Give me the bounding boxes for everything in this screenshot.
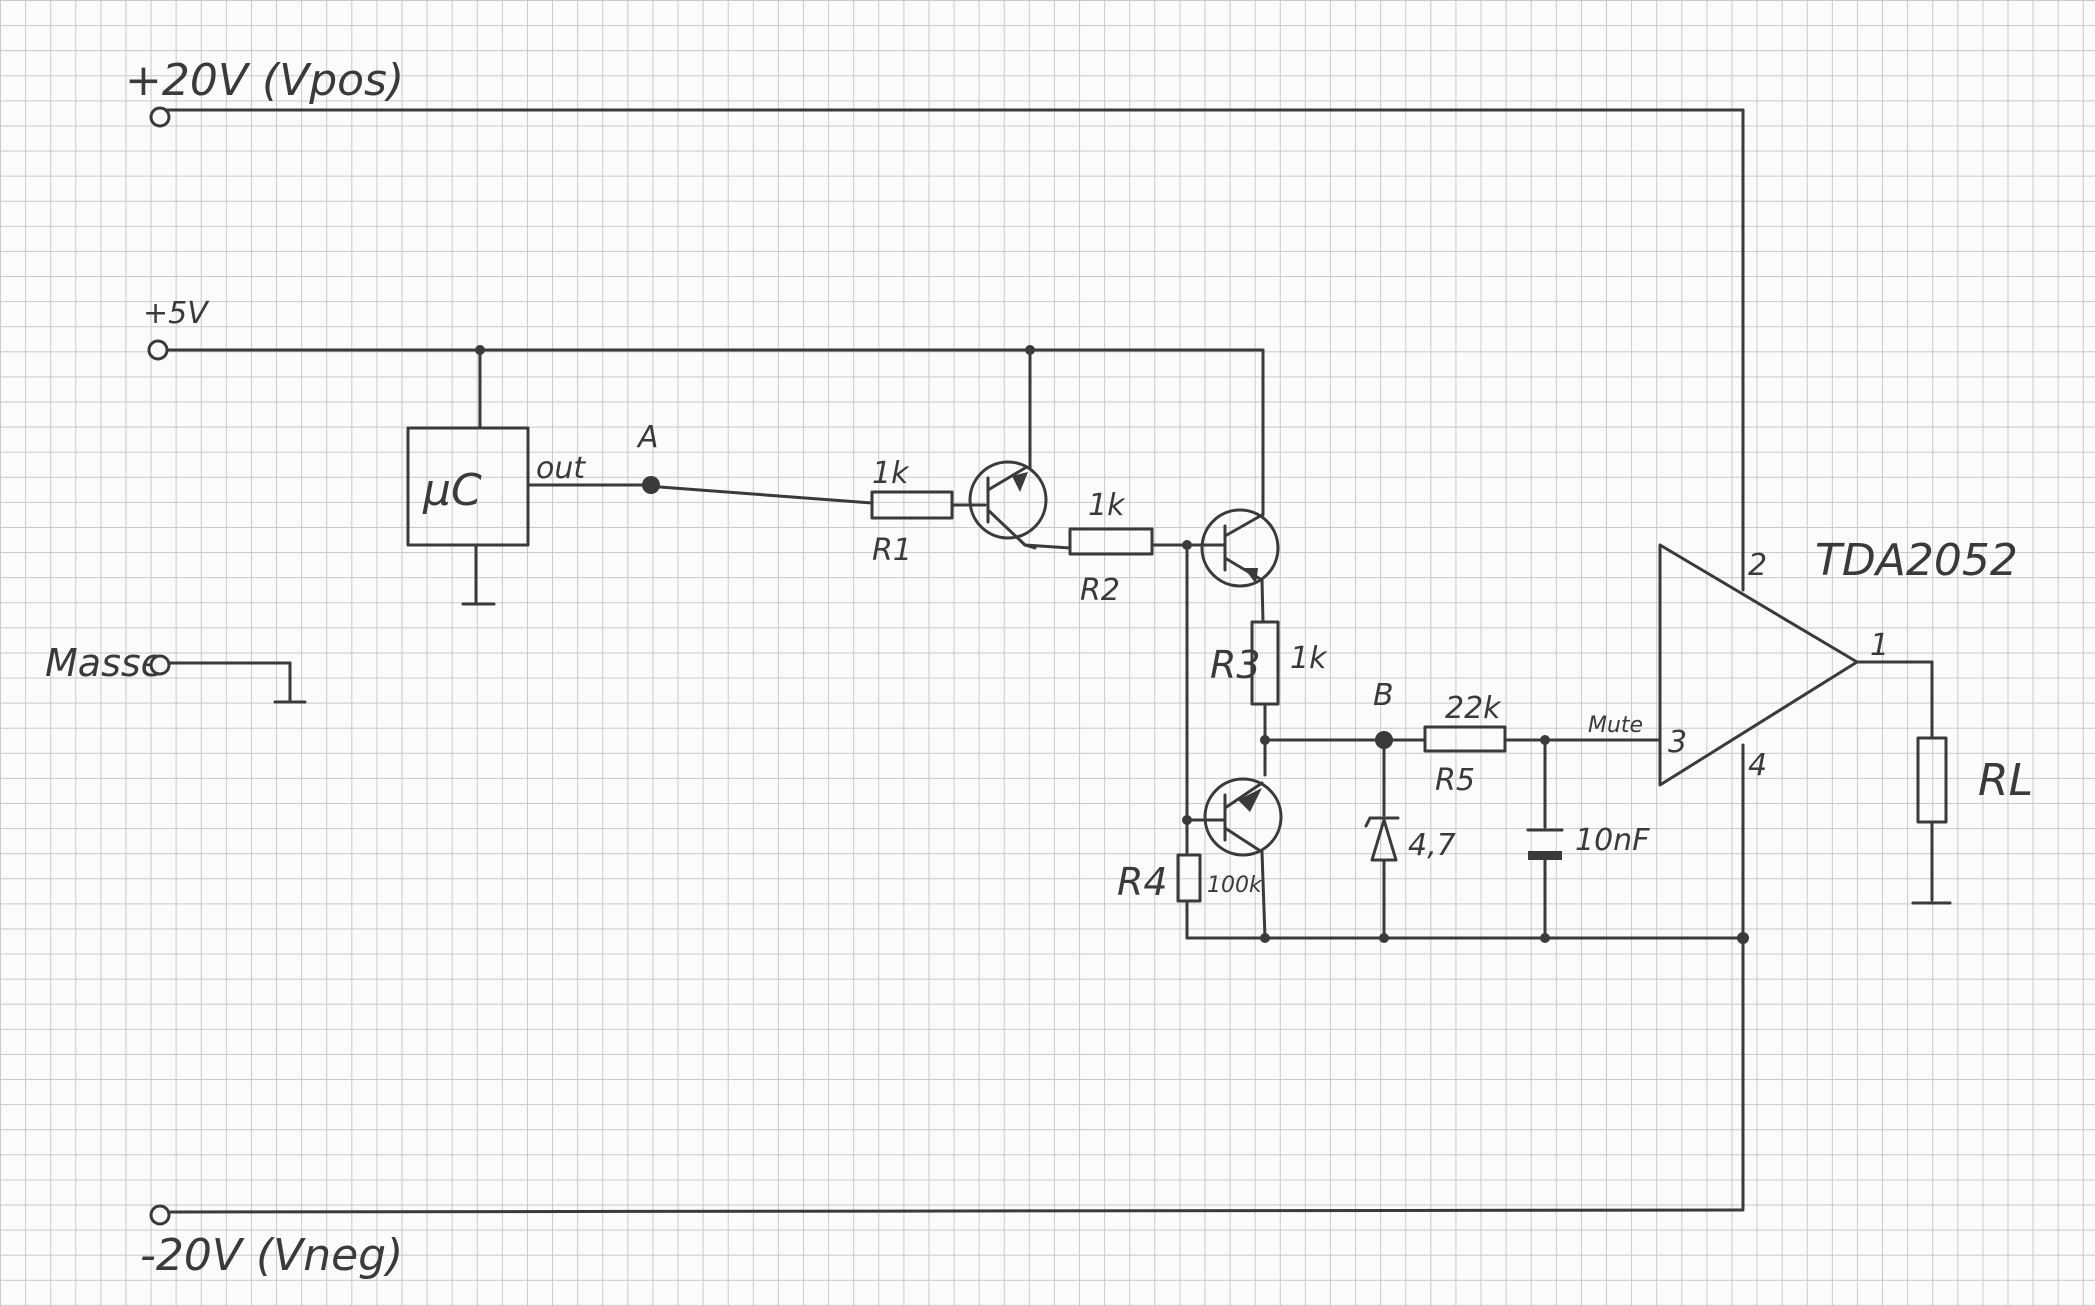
resistor-r2: 1k R2 xyxy=(1068,488,1154,608)
pin4-label: 4 xyxy=(1748,748,1767,783)
r4-value: 100k xyxy=(1207,873,1263,898)
transistor-q1 xyxy=(968,348,1048,550)
v5-terminal xyxy=(147,339,169,361)
zener-diode: 4,7 xyxy=(1364,738,1456,940)
zener-value: 4,7 xyxy=(1408,828,1456,863)
r1-value: 1k xyxy=(872,456,910,491)
r3-name: R3 xyxy=(1210,643,1261,687)
amplifier-tda2052: TDA2052 2 3 4 1 xyxy=(1658,535,2018,787)
vpos-rail: +20V (Vpos) xyxy=(125,55,1745,592)
ground-label: Masse xyxy=(45,641,164,685)
node-b: B xyxy=(1373,678,1394,749)
r4-name: R4 xyxy=(1117,860,1168,904)
pin1-label: 1 xyxy=(1870,628,1889,663)
microcontroller: µC out xyxy=(406,348,652,606)
amplifier-name: TDA2052 xyxy=(1815,535,2018,586)
r2-name: R2 xyxy=(1080,573,1120,608)
cap-value: 10nF xyxy=(1575,823,1650,858)
r5-value: 22k xyxy=(1445,691,1502,726)
vneg-label: -20V (Vneg) xyxy=(140,1230,403,1281)
vpos-label: +20V (Vpos) xyxy=(125,55,404,106)
resistor-r5: 22k R5 xyxy=(1423,691,1507,798)
node-a-label: A xyxy=(636,420,659,455)
mute-label: Mute xyxy=(1588,713,1643,738)
resistor-r1: 1k R1 xyxy=(870,456,954,568)
vneg-terminal xyxy=(149,1204,171,1226)
r5-name: R5 xyxy=(1435,763,1475,798)
resistor-r4: R4 100k xyxy=(1117,853,1263,904)
r2-value: 1k xyxy=(1088,488,1126,523)
transistor-q2 xyxy=(1200,348,1280,624)
node-a: A xyxy=(636,420,660,494)
r1-name: R1 xyxy=(872,533,912,568)
rl-label: RL xyxy=(1978,755,2033,806)
transistor-q3 xyxy=(1185,777,1283,940)
mc-label: µC xyxy=(422,465,482,516)
r3-value: 1k xyxy=(1290,641,1328,676)
capacitor: 10nF xyxy=(1526,738,1650,940)
ground-terminal: Masse xyxy=(45,641,307,704)
pin3-label: 3 xyxy=(1668,725,1687,760)
v5-rail: +5V xyxy=(143,296,1265,361)
vpos-terminal xyxy=(149,106,171,128)
pin2-label: 2 xyxy=(1748,548,1767,583)
node-b-label: B xyxy=(1373,678,1394,713)
load-resistor-rl: RL xyxy=(1916,736,2033,824)
v5-label: +5V xyxy=(143,296,210,331)
vneg-rail: -20V (Vneg) xyxy=(140,1204,1745,1281)
mc-output-label: out xyxy=(536,451,586,486)
resistor-r3: R3 1k xyxy=(1210,620,1328,706)
